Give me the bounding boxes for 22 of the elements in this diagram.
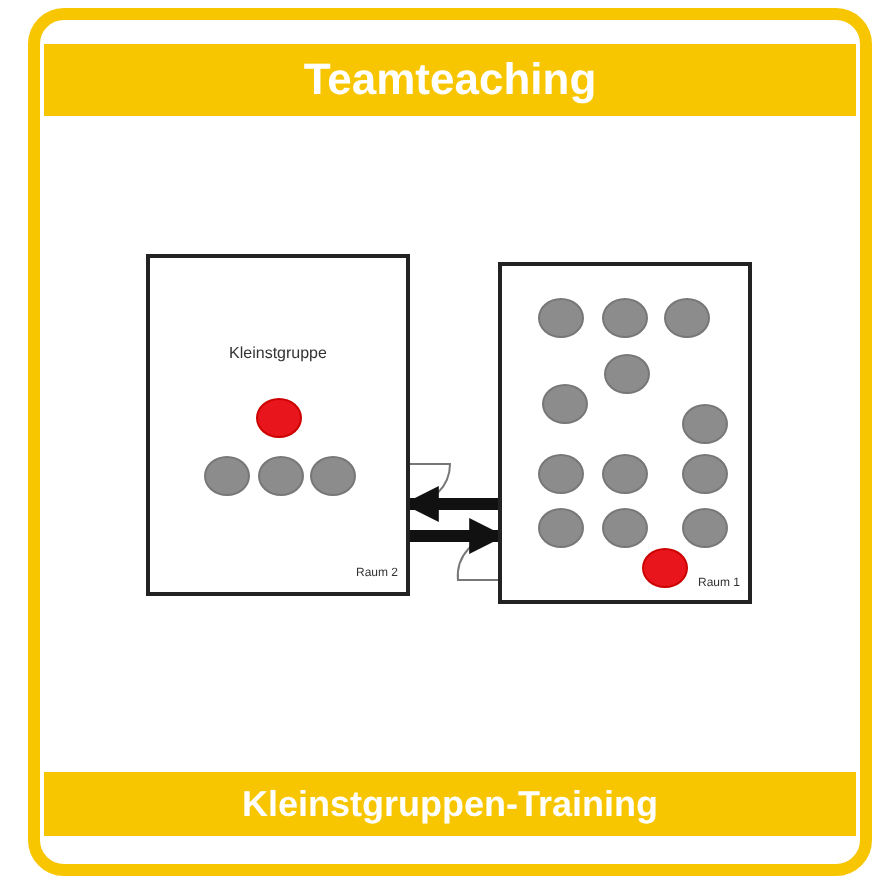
person-dot xyxy=(602,508,648,548)
caption-band: Kleinstgruppen-Training xyxy=(44,772,856,836)
person-dot xyxy=(542,384,588,424)
person-dot xyxy=(538,508,584,548)
room-outline xyxy=(498,262,752,604)
person-dot xyxy=(682,508,728,548)
room-outline xyxy=(146,254,410,596)
person-dot xyxy=(256,398,302,438)
person-dot xyxy=(664,298,710,338)
person-dot xyxy=(258,456,304,496)
person-dot xyxy=(204,456,250,496)
person-dot xyxy=(682,404,728,444)
person-dot xyxy=(642,548,688,588)
title-band: Teamteaching xyxy=(44,44,856,116)
person-dot xyxy=(682,454,728,494)
group-label: Kleinstgruppe xyxy=(227,344,329,363)
person-dot xyxy=(602,454,648,494)
person-dot xyxy=(604,354,650,394)
person-dot xyxy=(538,454,584,494)
person-dot xyxy=(538,298,584,338)
person-dot xyxy=(310,456,356,496)
person-dot xyxy=(602,298,648,338)
